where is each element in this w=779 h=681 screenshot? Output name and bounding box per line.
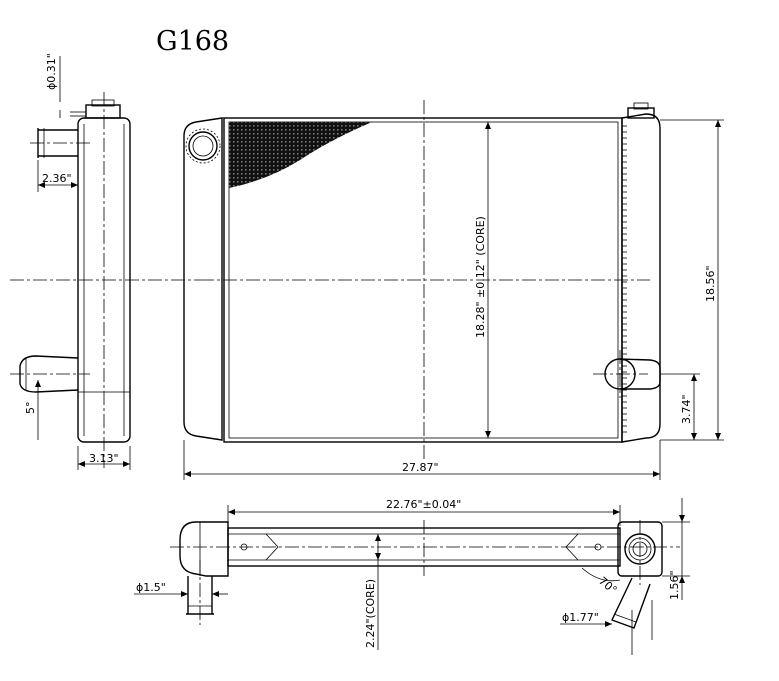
dim-core-height: 18.28" ±0.12" (CORE) bbox=[474, 216, 487, 338]
fin-pattern bbox=[229, 122, 372, 188]
front-view bbox=[183, 100, 724, 480]
dim-overall-height: 18.56" bbox=[704, 265, 717, 302]
dim-angle-5: 5° bbox=[24, 402, 37, 415]
dim-pipe-dia-left: ϕ1.5" bbox=[136, 581, 166, 594]
dim-overall-width: 27.87" bbox=[402, 461, 439, 474]
model-title: G168 bbox=[156, 26, 229, 57]
dim-pipe-dia-right: ϕ1.77" bbox=[562, 611, 599, 624]
dim-outlet-height: 3.74" bbox=[680, 394, 693, 424]
dim-angle-70: 70° bbox=[596, 574, 619, 596]
dim-depth: 3.13" bbox=[89, 452, 119, 465]
dim-inlet-dia: ϕ0.31" bbox=[45, 53, 58, 90]
top-view bbox=[134, 498, 690, 655]
side-view bbox=[10, 56, 200, 470]
dim-inlet-offset: 2.36" bbox=[42, 172, 72, 185]
dim-tank-depth: 1.56" bbox=[668, 570, 681, 600]
dim-core-depth: 2.24"(CORE) bbox=[364, 579, 377, 648]
dim-core-width: 22.76"±0.04" bbox=[386, 498, 461, 511]
